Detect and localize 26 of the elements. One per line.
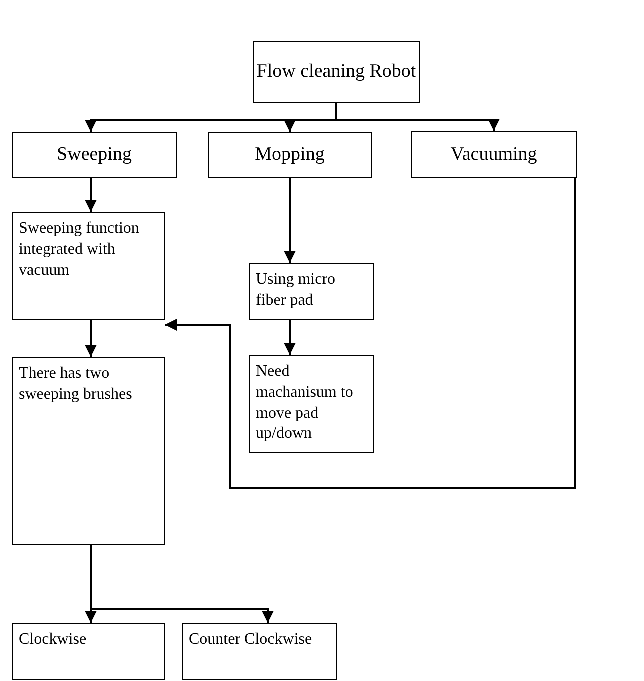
process-box <box>12 212 165 320</box>
process-box <box>249 355 374 453</box>
node-text: Mopping <box>255 144 325 166</box>
process-box <box>182 623 337 680</box>
process-box <box>208 132 372 178</box>
process-box <box>253 41 420 103</box>
node-text: Clockwise <box>19 630 87 650</box>
node-text: Counter Clockwise <box>189 630 312 650</box>
process-box <box>12 623 165 680</box>
arrow <box>165 178 576 489</box>
node-text: Sweeping <box>57 144 132 166</box>
arrow <box>85 178 97 212</box>
node-text: Sweeping function integrated with vacuum <box>19 219 140 281</box>
process-box <box>12 132 177 178</box>
process-box <box>411 131 577 178</box>
process-box <box>249 263 374 320</box>
node-text: Using micro fiber pad <box>256 270 337 311</box>
node-text: Flow cleaning Robot <box>256 61 416 83</box>
node-text: Vacuuming <box>450 144 538 166</box>
arrow <box>284 178 296 263</box>
arrow <box>90 545 274 623</box>
arrow <box>85 320 97 357</box>
process-box <box>12 357 165 545</box>
node-text: There has two sweeping brushes <box>19 364 134 405</box>
node-text: Need machanisum to move pad up/down <box>256 362 354 444</box>
arrow <box>284 320 296 355</box>
